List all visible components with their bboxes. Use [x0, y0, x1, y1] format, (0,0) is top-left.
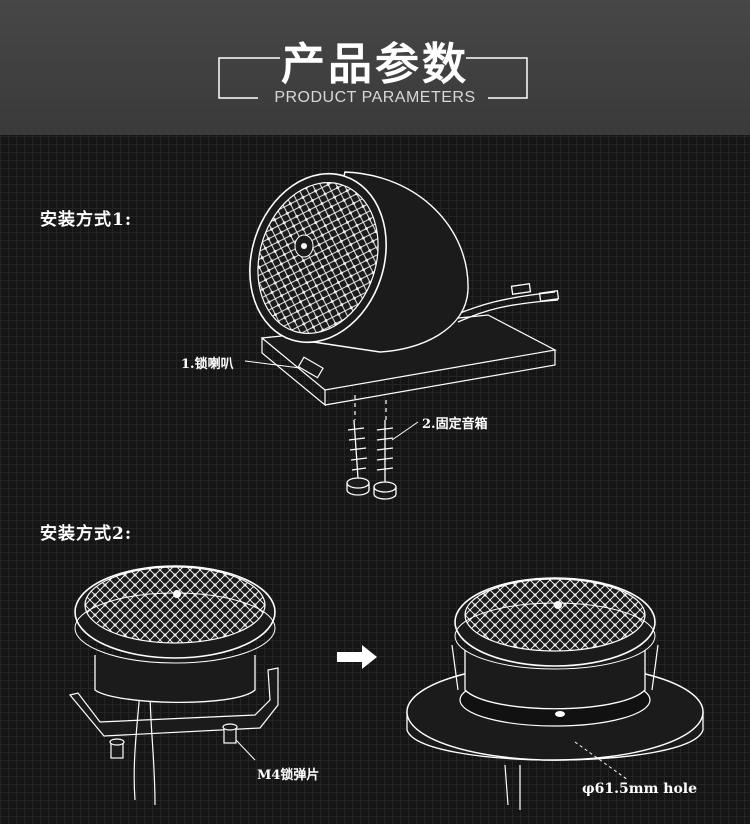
method-2-speaker-with-clips [68, 565, 279, 806]
callout-lock-speaker: 1.锁喇叭 [181, 357, 234, 372]
page-subtitle: PRODUCT PARAMETERS [274, 89, 476, 106]
callout-hole-size: φ61.5mm hole [582, 781, 698, 797]
clip-screw-right [222, 723, 238, 744]
leader-line-hole [574, 741, 629, 781]
wood-screw-right [373, 420, 397, 500]
lock-screw-small [297, 356, 324, 379]
title-frame [218, 57, 528, 99]
tweeter-face [249, 172, 387, 344]
leader-line-lock [244, 360, 301, 369]
wood-screw-left [346, 419, 370, 496]
callout-m4-clip: M4锁弹片 [257, 768, 320, 783]
method-2-label: 安装方式2: [40, 524, 133, 544]
callout-fix-box: 2.固定音箱 [422, 417, 488, 432]
speaker-wires [454, 283, 560, 323]
page-title: 产品参数 [281, 39, 469, 90]
arrow-right-icon [337, 645, 377, 669]
leader-line-fix [391, 421, 419, 441]
method-1-label: 安装方式1: [40, 210, 133, 230]
clip-screw-left [109, 738, 125, 759]
method-2-installed-speaker [406, 577, 704, 810]
header-band [0, 0, 750, 135]
leader-line-clip [235, 739, 256, 761]
